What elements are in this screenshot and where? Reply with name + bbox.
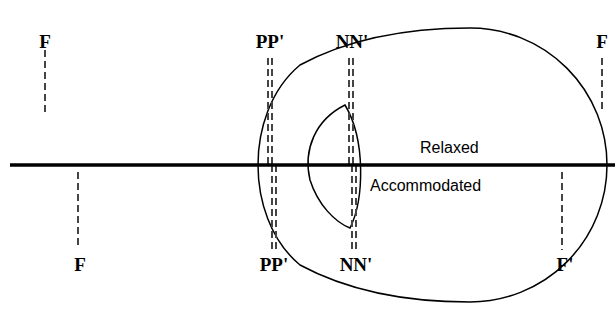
focal-point-label: F [74,255,86,274]
focal-point-label: F' [557,255,574,274]
principal-line [271,165,273,250]
principal-line [275,165,277,250]
focal-line [561,172,563,250]
principal-point-label: PP' [256,32,285,51]
state-label: Relaxed [418,140,481,156]
nodal-line [351,165,353,250]
nodal-point-label: NN' [336,32,369,51]
focal-point-label: F [596,32,608,51]
focal-line [601,58,603,112]
nodal-line [352,58,354,165]
cardinal-point-lines [45,50,602,250]
state-label: Accommodated [368,178,483,194]
optical-axis [10,163,615,167]
principal-point-label: PP' [260,255,289,274]
nodal-line [348,58,350,165]
principal-line [267,58,269,165]
focal-line [44,50,46,112]
principal-line [271,58,273,165]
focal-point-label: F [39,32,51,51]
nodal-line [355,165,357,250]
focal-line [77,172,79,245]
nodal-point-label: NN' [340,255,373,274]
